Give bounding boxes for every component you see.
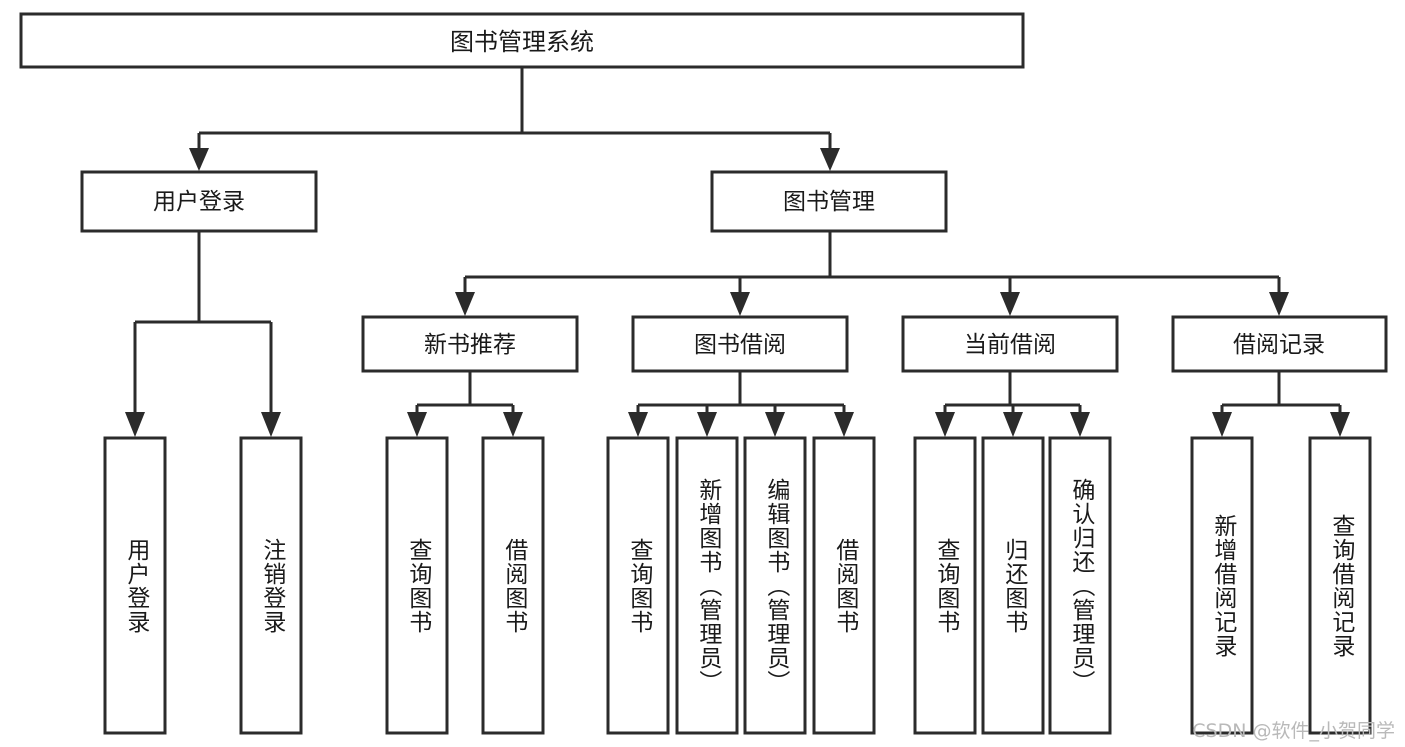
node-book-management-box bbox=[710, 170, 948, 233]
node-user-login[interactable]: 用户登录 bbox=[80, 170, 318, 233]
node-new-book-recommend[interactable]: 新书推荐 bbox=[361, 315, 579, 373]
node-leaf-add-book-box[interactable] bbox=[675, 436, 739, 735]
connector-group-book-management bbox=[455, 232, 1289, 316]
node-user-login-label: 用户登录 bbox=[153, 189, 245, 215]
arrow-user-login-leaf2-icon bbox=[261, 412, 281, 437]
node-user-login-box bbox=[80, 170, 318, 233]
node-book-borrow-box bbox=[631, 315, 849, 373]
arrow-br-leaf2-icon bbox=[1330, 412, 1350, 437]
node-leaf-borrow-book-2-box[interactable] bbox=[812, 436, 876, 735]
connector-group-root bbox=[189, 68, 840, 171]
node-leaf-edit-book-box[interactable] bbox=[743, 436, 807, 735]
connector-group-new-book-recommend bbox=[407, 372, 523, 437]
arrow-root-to-user-login-icon bbox=[189, 148, 209, 171]
connector-group-book-borrow bbox=[628, 372, 854, 437]
arrow-nb-leaf1-icon bbox=[407, 412, 427, 437]
node-book-management[interactable]: 图书管理 bbox=[710, 170, 948, 233]
arrow-bm-to-borrow-record-icon bbox=[1269, 292, 1289, 316]
node-book-borrow-label: 图书借阅 bbox=[694, 332, 786, 358]
arrow-bm-to-current-borrow-icon bbox=[1000, 292, 1020, 316]
arrow-nb-leaf2-icon bbox=[503, 412, 523, 437]
node-leaf-query-book-2-box[interactable] bbox=[606, 436, 670, 735]
node-leaf-user-login-box[interactable] bbox=[103, 436, 167, 735]
node-book-management-system-box bbox=[19, 12, 1025, 69]
node-leaf-return-book-box[interactable] bbox=[981, 436, 1045, 735]
node-leaf-borrow-book-1-box[interactable] bbox=[481, 436, 545, 735]
node-leaf-add-record-box[interactable] bbox=[1190, 436, 1254, 735]
node-new-book-recommend-label: 新书推荐 bbox=[424, 332, 516, 358]
node-book-borrow[interactable]: 图书借阅 bbox=[631, 315, 849, 373]
node-borrow-record[interactable]: 借阅记录 bbox=[1171, 315, 1388, 373]
node-leaf-confirm-return-box[interactable] bbox=[1048, 436, 1112, 735]
node-borrow-record-label: 借阅记录 bbox=[1233, 332, 1325, 358]
arrow-bb-leaf3-icon bbox=[765, 412, 785, 437]
arrow-root-to-book-management-icon bbox=[820, 148, 840, 171]
connector-group-borrow-record bbox=[1212, 372, 1350, 437]
connector-group-user-login bbox=[125, 232, 281, 437]
arrow-bb-leaf2-icon bbox=[697, 412, 717, 437]
connector-group-current-borrow bbox=[935, 372, 1090, 437]
arrow-bm-to-new-book-icon bbox=[455, 292, 475, 316]
node-book-management-system-label: 图书管理系统 bbox=[450, 28, 594, 56]
node-current-borrow-label: 当前借阅 bbox=[964, 332, 1056, 358]
leaf-boxes bbox=[103, 436, 1372, 735]
node-book-management-label: 图书管理 bbox=[783, 189, 875, 215]
arrow-bb-leaf4-icon bbox=[834, 412, 854, 437]
node-book-management-system[interactable]: 图书管理系统 bbox=[19, 12, 1025, 69]
arrow-br-leaf1-icon bbox=[1212, 412, 1232, 437]
node-borrow-record-box bbox=[1171, 315, 1388, 373]
node-leaf-logout-login-box[interactable] bbox=[239, 436, 303, 735]
node-leaf-query-book-3-box[interactable] bbox=[913, 436, 977, 735]
node-current-borrow[interactable]: 当前借阅 bbox=[901, 315, 1119, 373]
csdn-watermark: CSDN @软件_小贺同学 bbox=[1192, 720, 1395, 742]
arrow-user-login-leaf1-icon bbox=[125, 412, 145, 437]
node-current-borrow-box bbox=[901, 315, 1119, 373]
node-leaf-query-book-1-box[interactable] bbox=[385, 436, 449, 735]
arrow-cb-leaf3-icon bbox=[1070, 412, 1090, 437]
node-leaf-query-record-box[interactable] bbox=[1308, 436, 1372, 735]
arrow-cb-leaf1-icon bbox=[935, 412, 955, 437]
arrow-bb-leaf1-icon bbox=[628, 412, 648, 437]
node-new-book-recommend-box bbox=[361, 315, 579, 373]
arrow-bm-to-book-borrow-icon bbox=[730, 292, 750, 316]
arrow-cb-leaf2-icon bbox=[1003, 412, 1023, 437]
